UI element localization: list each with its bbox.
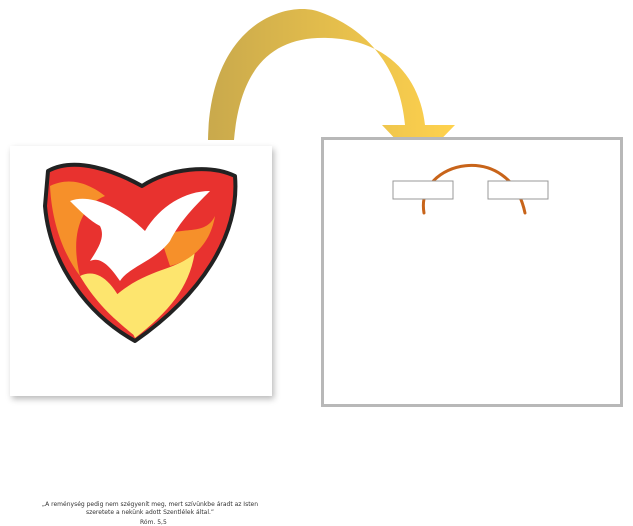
handle-tab-left [393, 181, 453, 199]
quote-text: „A reménység pedig nem szégyenít meg, me… [40, 501, 260, 517]
illustration: „A reménység pedig nem szégyenít meg, me… [0, 0, 633, 396]
bag-handle [0, 0, 633, 396]
handle-tab-right [488, 181, 548, 199]
quote-reference: Róm. 5,5 [140, 519, 170, 526]
